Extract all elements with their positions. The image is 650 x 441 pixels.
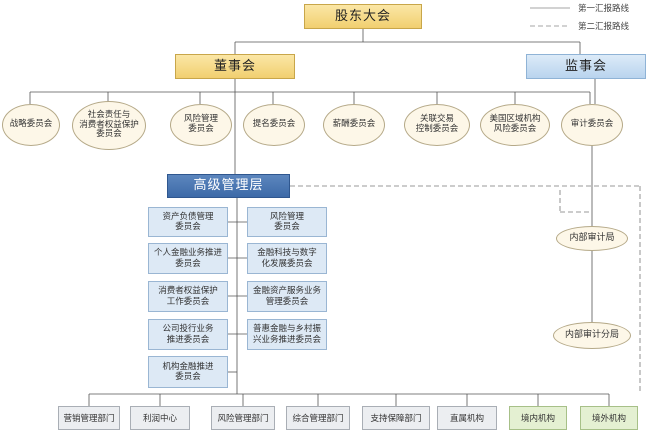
subcommittee-institutional-finance: 机构金融推进 委员会: [148, 356, 228, 388]
dept-direct-affiliates: 直属机构: [437, 406, 497, 430]
legend-primary-label: 第一汇报路线: [578, 4, 630, 14]
subcommittee-fintech: 金融科技与数字 化发展委员会: [247, 243, 327, 274]
dept-general-management: 综合管理部门: [286, 406, 350, 430]
dept-support: 支持保障部门: [362, 406, 430, 430]
committee-remuneration: 薪酬委员会: [323, 104, 385, 146]
committee-strategy: 战略委员会: [2, 104, 60, 146]
dept-profit-center: 利润中心: [130, 406, 190, 430]
subcommittee-risk: 风险管理 委员会: [247, 207, 327, 237]
subcommittee-asset-liability: 资产负债管理 委员会: [148, 207, 228, 237]
board-of-directors: 董事会: [175, 54, 295, 79]
subcommittee-personal-finance: 个人金融业务推进 委员会: [148, 243, 228, 274]
dept-risk-management: 风险管理部门: [211, 406, 275, 430]
subcommittee-inclusive-finance: 普惠金融与乡村振 兴业务推进委员会: [247, 319, 327, 350]
senior-management: 高级管理层: [167, 174, 290, 198]
committee-risk-management: 风险管理 委员会: [170, 104, 232, 146]
committee-related-party: 关联交易 控制委员会: [404, 104, 470, 146]
committee-audit: 审计委员会: [561, 104, 623, 146]
committee-nomination: 提名委员会: [243, 104, 305, 146]
subcommittee-corporate-investment: 公司投行业务 推进委员会: [148, 319, 228, 350]
subcommittee-consumer-protection: 消费者权益保护 工作委员会: [148, 281, 228, 312]
dept-marketing: 营销管理部门: [58, 406, 120, 430]
internal-audit-bureau: 内部审计局: [556, 226, 628, 251]
shareholders-meeting: 股东大会: [304, 4, 422, 29]
internal-audit-branch: 内部审计分局: [553, 322, 631, 349]
subcommittee-financial-asset-services: 金融资产服务业务 管理委员会: [247, 281, 327, 312]
committee-social-responsibility: 社会责任与 消费者权益保护 委员会: [72, 101, 146, 150]
dept-overseas: 境外机构: [580, 406, 638, 430]
committee-us-risk: 美国区域机构 风险委员会: [480, 104, 550, 146]
legend-secondary-label: 第二汇报路线: [578, 22, 630, 32]
board-of-supervisors: 监事会: [526, 54, 646, 79]
dept-domestic: 境内机构: [509, 406, 567, 430]
